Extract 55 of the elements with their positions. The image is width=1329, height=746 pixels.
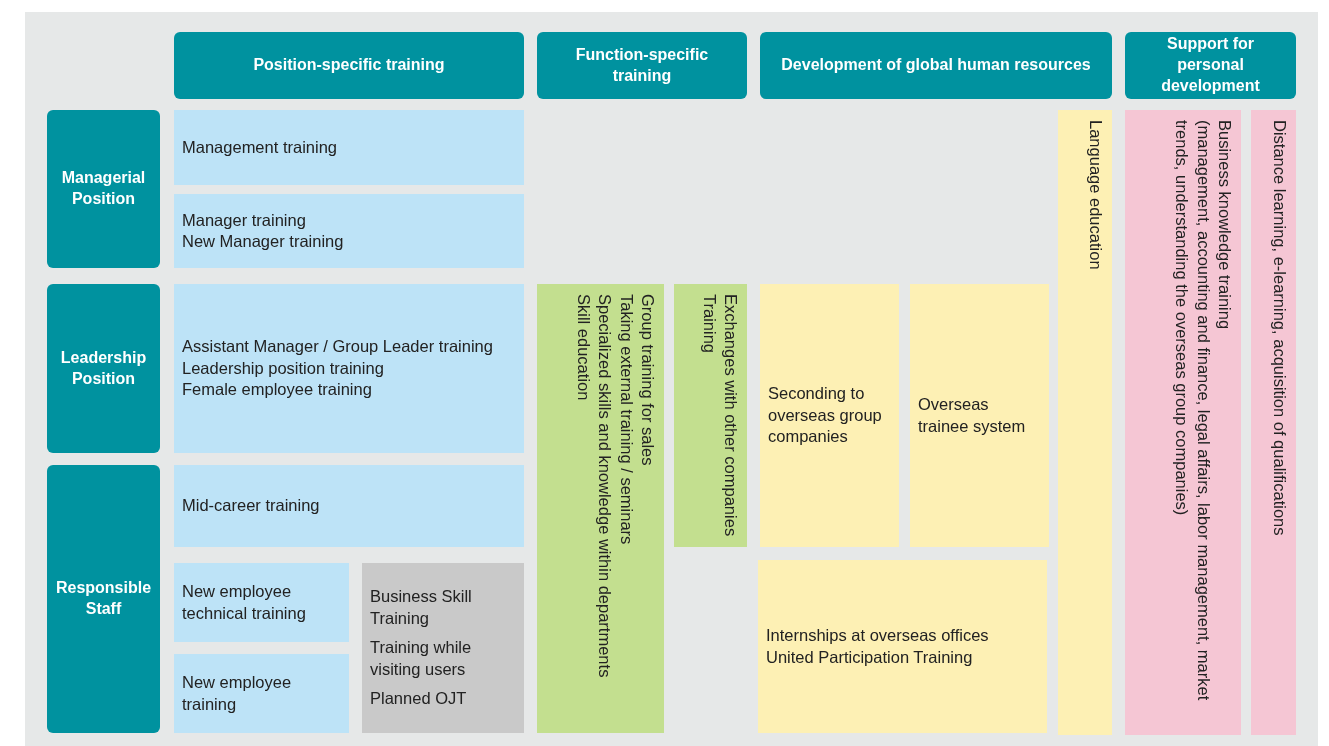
training-box: [910, 284, 1049, 547]
level-text: Managerial Position: [60, 168, 147, 209]
training-text: Mid-career training: [182, 495, 320, 517]
header-text: Support for personal development: [1160, 34, 1261, 96]
level-text: Responsible Staff: [55, 578, 152, 619]
training-box: [174, 654, 349, 733]
training-box: [174, 563, 349, 642]
training-box: [758, 560, 1047, 733]
training-text: Management training: [182, 136, 337, 158]
training-text: Exchanges with other companies: [721, 294, 741, 537]
training-text: Female employee training: [182, 379, 372, 401]
training-text: Taking external training / seminars: [616, 294, 637, 545]
training-text: United Participation Training: [766, 646, 973, 668]
training-text: Overseas trainee system: [918, 394, 1027, 437]
category-header: [1125, 32, 1296, 99]
training-box: [174, 284, 524, 453]
training-box: [1125, 110, 1241, 735]
training-box: [674, 284, 747, 547]
training-text: New employee training: [182, 672, 293, 715]
training-text: Planned OJT: [370, 688, 467, 710]
training-text: Business knowledge training: [1215, 120, 1235, 330]
training-box: [537, 284, 664, 733]
training-box: [1251, 110, 1296, 735]
training-text: Assistant Manager / Group Leader training: [182, 336, 493, 358]
training-text: Training: [699, 294, 720, 353]
training-box: [174, 110, 524, 185]
training-text: Distance learning, e-learning, acquisition of qualifications: [1270, 120, 1290, 536]
level-label: [47, 465, 160, 733]
category-header: [760, 32, 1112, 99]
header-text: Position-specific training: [253, 55, 445, 76]
training-text: Leadership position training: [182, 357, 384, 379]
training-text: Language education: [1086, 120, 1106, 270]
training-text: New Manager training: [182, 231, 344, 252]
level-label: [47, 110, 160, 268]
training-box: [362, 563, 524, 733]
training-text: Specialized skills and knowledge within departments: [595, 294, 616, 678]
training-box: [174, 465, 524, 547]
training-box: [174, 194, 524, 268]
category-header: [174, 32, 524, 99]
level-label: [47, 284, 160, 453]
training-text: Group training for sales: [638, 294, 658, 466]
training-text: Training while visiting users: [370, 637, 473, 680]
training-text: Manager training: [182, 209, 306, 231]
training-box: [1058, 110, 1112, 735]
category-header: [537, 32, 747, 99]
training-box: [760, 284, 899, 547]
training-text: Business Skill Training: [370, 586, 473, 629]
training-text: Internships at overseas offices: [766, 625, 989, 647]
training-text: (management, accounting and finance, legal affairs, labor management, market trends, understanding the overseas group companies): [1172, 120, 1214, 703]
header-text: Development of global human resources: [781, 55, 1091, 76]
level-text: Leadership Position: [59, 347, 148, 389]
training-text: Skill education: [573, 294, 594, 401]
header-text: Function-specific training: [574, 44, 710, 86]
training-text: Seconding to overseas group companies: [768, 383, 883, 448]
training-text: New employee technical training: [182, 581, 307, 624]
